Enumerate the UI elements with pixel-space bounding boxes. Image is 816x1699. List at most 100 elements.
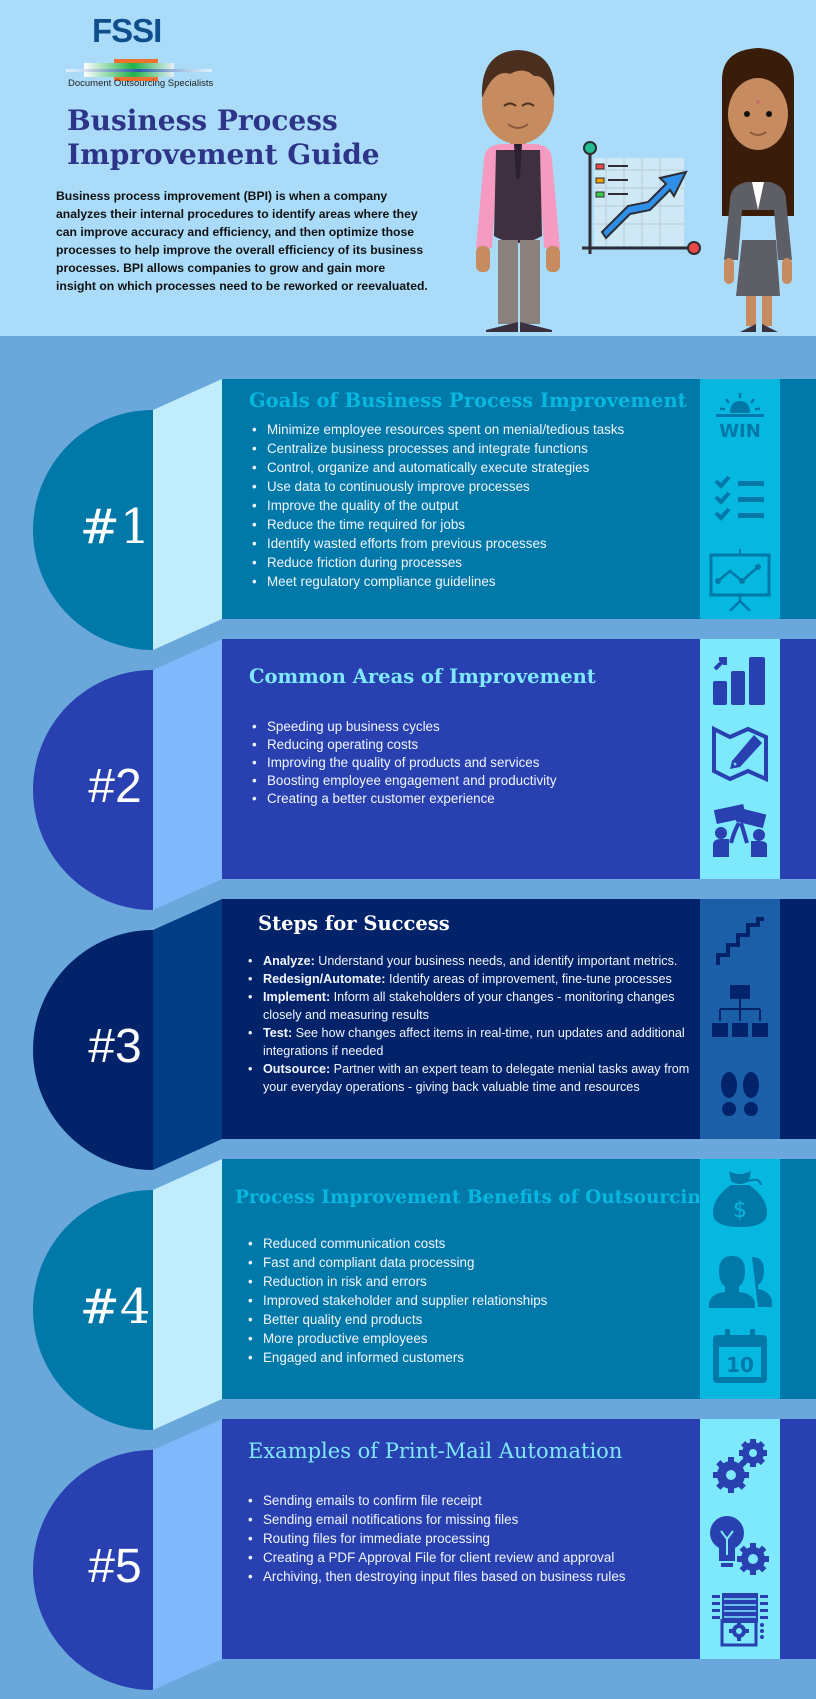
- woman-character-icon: [722, 48, 794, 332]
- step-text: Inform all stakeholders of your changes …: [263, 990, 675, 1022]
- list-item: Improved stakeholder and supplier relati…: [246, 1291, 547, 1310]
- list-item: Redesign/Automate: Identify areas of imp…: [246, 970, 710, 988]
- areas-list: Speeding up business cycles Reducing ope…: [250, 718, 557, 808]
- list-item: Reduction in risk and errors: [246, 1272, 547, 1291]
- list-item: Creating a PDF Approval File for client …: [246, 1548, 626, 1567]
- calendar-icon: 10: [700, 1329, 780, 1385]
- list-item: Use data to continuously improve process…: [250, 477, 624, 496]
- list-item: Reduce friction during processes: [250, 553, 624, 572]
- section-number: #4: [79, 1279, 151, 1335]
- section-2-ribbon: [33, 639, 222, 910]
- lightbulb-gear-icon: [700, 1515, 780, 1577]
- section-number: #2: [88, 760, 142, 813]
- page-title: Business Process Improvement Guide: [67, 104, 447, 172]
- benefits-list: Reduced communication costs Fast and com…: [246, 1234, 547, 1367]
- intro-paragraph: Business process improvement (BPI) is wh…: [56, 189, 428, 293]
- stairs-icon: [700, 915, 780, 967]
- section-number: #5: [88, 1540, 142, 1593]
- list-item: Reduced communication costs: [246, 1234, 547, 1253]
- box-edge: [780, 899, 816, 1139]
- step-text: See how changes affect items in real-tim…: [263, 1026, 685, 1058]
- money-bag-icon: $: [700, 1167, 780, 1229]
- header-illustration: [476, 48, 794, 332]
- list-item: Reducing operating costs: [250, 736, 557, 754]
- step-text: Partner with an expert team to delegate …: [263, 1062, 690, 1094]
- section-3-ribbon: [33, 899, 222, 1170]
- section-steps: #3 Steps for Success Analyze: Understand…: [0, 899, 816, 1179]
- logo-subtitle: Document Outsourcing Specialists: [68, 78, 214, 89]
- icon-column: [700, 899, 780, 1139]
- list-item: Improving the quality of products and se…: [250, 754, 557, 772]
- section-4-ribbon: [33, 1159, 222, 1430]
- section-number: #3: [88, 1020, 142, 1073]
- footprints-icon: [700, 1071, 780, 1117]
- list-item: Minimize employee resources spent on men…: [250, 420, 624, 439]
- list-item: Routing files for immediate processing: [246, 1529, 626, 1548]
- document-automation-icon: [700, 1593, 780, 1649]
- step-text: Identify areas of improvement, fine-tune…: [385, 972, 672, 986]
- growth-chart-icon: [582, 141, 701, 255]
- list-item: Control, organize and automatically exec…: [250, 458, 624, 477]
- section-heading: Process Improvement Benefits of Outsourc…: [235, 1187, 714, 1208]
- step-label: Test:: [263, 1026, 293, 1040]
- list-item: More productive employees: [246, 1329, 547, 1348]
- section-goals: #1 Goals of Business Process Improvement…: [0, 379, 816, 659]
- win-siren-icon: WIN: [700, 391, 780, 441]
- list-item: Boosting employee engagement and product…: [250, 772, 557, 790]
- fssi-logo: FSSI Document Outsourcing Specialists: [66, 14, 216, 90]
- list-item: Centralize business processes and integr…: [250, 439, 624, 458]
- gears-icon: [700, 1435, 780, 1497]
- svg-text:$: $: [733, 1198, 747, 1223]
- step-label: Implement:: [263, 990, 331, 1004]
- list-item: Speeding up business cycles: [250, 718, 557, 736]
- team-collaboration-icon: [700, 799, 780, 859]
- presentation-chart-icon: [700, 549, 780, 611]
- box-edge: [780, 639, 816, 879]
- list-item: Implement: Inform all stakeholders of yo…: [246, 988, 710, 1024]
- step-label: Analyze:: [263, 954, 315, 968]
- section-print-mail-automation: #5 Examples of Print-Mail Automation Sen…: [0, 1419, 816, 1699]
- svg-text:10: 10: [726, 1353, 754, 1377]
- automation-list: Sending emails to confirm file receipt S…: [246, 1491, 626, 1586]
- users-icon: [700, 1253, 780, 1309]
- title-line-2: Improvement Guide: [67, 138, 380, 171]
- checklist-icon: [700, 473, 780, 521]
- bar-chart-up-icon: [700, 655, 780, 707]
- section-heading: Steps for Success: [258, 912, 450, 935]
- list-item: Fast and compliant data processing: [246, 1253, 547, 1272]
- list-item: Test: See how changes affect items in re…: [246, 1024, 710, 1060]
- logo-text: FSSI: [92, 12, 162, 49]
- list-item: Archiving, then destroying input files b…: [246, 1567, 626, 1586]
- logo-stripe-icon: [66, 59, 212, 81]
- step-label: Outsource:: [263, 1062, 331, 1076]
- title-line-1: Business Process: [67, 104, 338, 137]
- map-pencil-icon: [700, 723, 780, 783]
- list-item: Identify wasted efforts from previous pr…: [250, 534, 624, 553]
- svg-text:WIN: WIN: [719, 421, 761, 441]
- list-item: Sending emails to confirm file receipt: [246, 1491, 626, 1510]
- header: FSSI Document Outsourcing Specialists: [0, 0, 816, 336]
- icon-column: $ 10: [700, 1159, 780, 1399]
- box-edge: [780, 1159, 816, 1399]
- list-item: Engaged and informed customers: [246, 1348, 547, 1367]
- steps-list: Analyze: Understand your business needs,…: [246, 952, 710, 1096]
- section-heading: Common Areas of Improvement: [249, 665, 596, 688]
- list-item: Analyze: Understand your business needs,…: [246, 952, 710, 970]
- section-heading: Examples of Print-Mail Automation: [248, 1439, 623, 1463]
- list-item: Meet regulatory compliance guidelines: [250, 572, 624, 591]
- list-item: Better quality end products: [246, 1310, 547, 1329]
- section-1-ribbon: [33, 379, 222, 650]
- section-heading: Goals of Business Process Improvement: [249, 389, 687, 412]
- org-chart-icon: [700, 985, 780, 1037]
- man-character-icon: [476, 50, 560, 332]
- list-item: Reduce the time required for jobs: [250, 515, 624, 534]
- icon-column: [700, 1419, 780, 1659]
- icon-column: [700, 639, 780, 879]
- step-label: Redesign/Automate:: [263, 972, 386, 986]
- section-common-areas: #2 Common Areas of Improvement Speeding …: [0, 639, 816, 919]
- box-edge: [780, 379, 816, 619]
- section-outsourcing-benefits: #4 Process Improvement Benefits of Outso…: [0, 1159, 816, 1439]
- icon-column: WIN: [700, 379, 780, 619]
- section-5-ribbon: [33, 1419, 222, 1690]
- goals-list: Minimize employee resources spent on men…: [250, 420, 624, 591]
